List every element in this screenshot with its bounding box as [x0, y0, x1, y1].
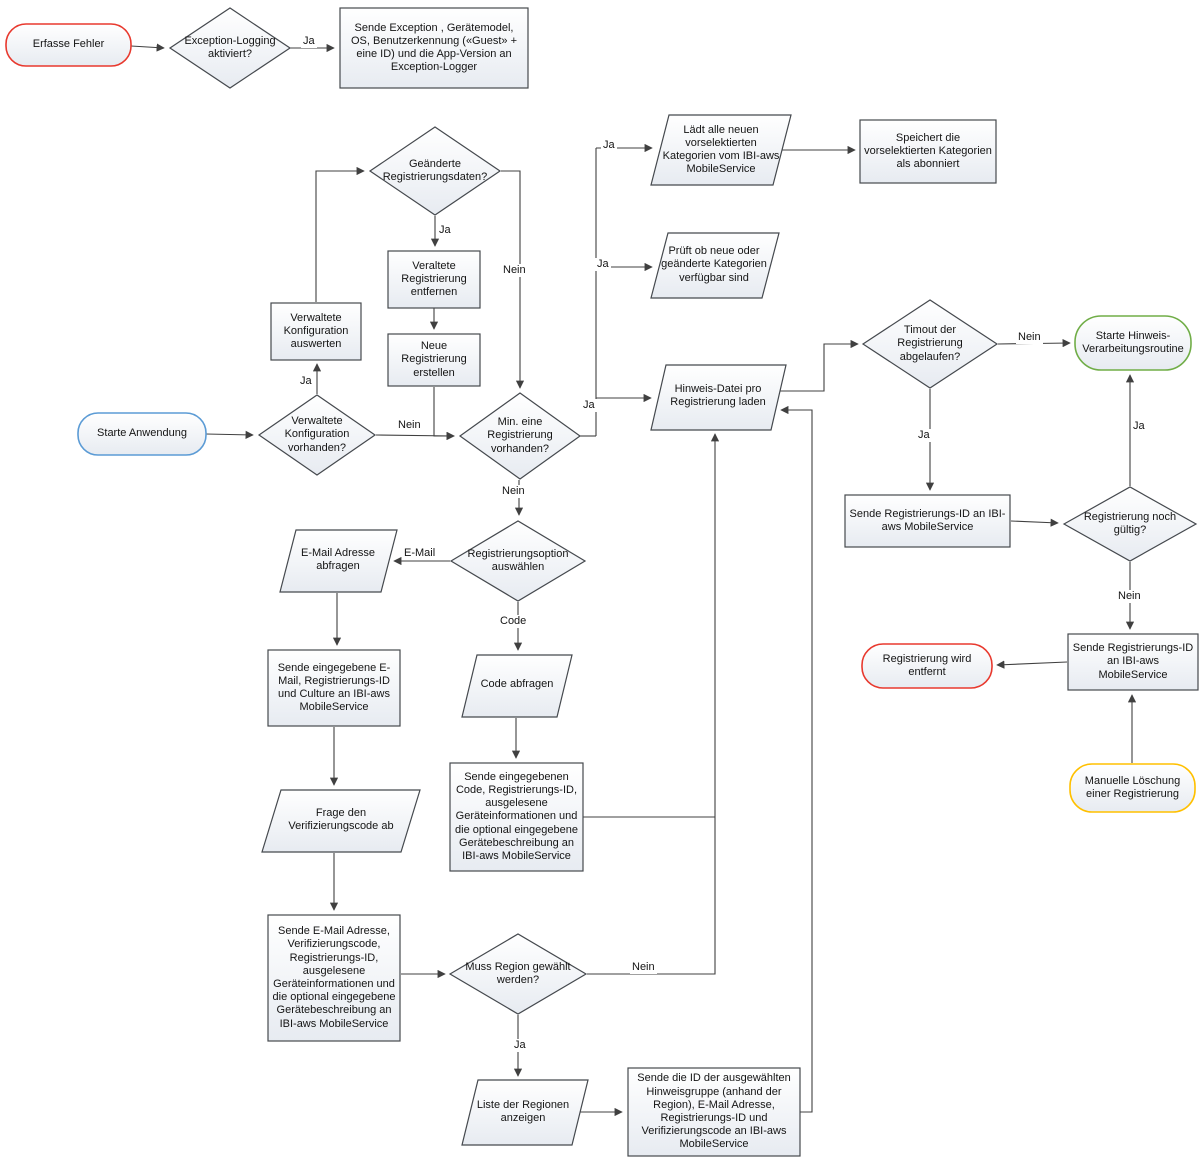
label-email-option: E-Mail [402, 547, 438, 560]
shapes [5, 7, 1199, 1157]
label-ja-geaenderte: Ja [437, 224, 453, 237]
registrierung-gueltig-decision [1062, 486, 1198, 562]
code-abfragen-data [461, 654, 573, 718]
edge-senderegid2-to-entfernt [996, 660, 1068, 669]
label-nein-geaenderte: Nein [501, 264, 528, 277]
label-nein-timout: Nein [1016, 331, 1043, 344]
sende-regid-2-process [1067, 633, 1199, 691]
edge-region-nein-to-hinweis [587, 433, 720, 975]
frage-verifizierungscode-data [261, 789, 421, 853]
registrierung-entfernt-node [861, 643, 993, 689]
label-ja-timout: Ja [916, 429, 932, 442]
label-nein-mineine: Nein [500, 485, 527, 498]
erfasse-fehler-node [5, 23, 132, 67]
laedt-kategorien-data [650, 114, 792, 186]
label-ja-verwaltete: Ja [298, 375, 314, 388]
edge-hinweis-to-timout [780, 339, 859, 392]
verwaltete-vorhanden-decision [257, 394, 377, 476]
label-nein-verwaltete: Nein [396, 419, 423, 432]
label-ja-gueltig: Ja [1131, 420, 1147, 433]
sende-hinweisgruppe-process [627, 1067, 801, 1157]
sende-regid-1-process [844, 494, 1011, 548]
label-code-option: Code [498, 615, 529, 628]
veraltete-registrierung-process [387, 250, 481, 309]
label-ja-region: Ja [512, 1039, 528, 1052]
starte-hinweisroutine-node [1074, 315, 1192, 371]
edge-auswerten-to-geaenderte [315, 166, 365, 302]
exception-logging-decision [168, 7, 292, 89]
label-ja-laedt: Ja [601, 139, 617, 152]
speichert-kategorien-process [859, 119, 997, 184]
edge-erfasse-to-exception [130, 43, 165, 52]
prueft-kategorien-data [650, 232, 780, 299]
liste-regionen-data [461, 1079, 589, 1146]
edge-sendegruppe-to-hinweis [780, 405, 813, 1113]
timout-decision [861, 299, 999, 389]
label-nein-region: Nein [630, 961, 657, 974]
starte-anwendung-node [77, 412, 207, 456]
geaenderte-registrierungsdaten-decision [368, 126, 502, 216]
label-ja-exception: Ja [301, 35, 317, 48]
neue-registrierung-process [387, 333, 481, 387]
label-nein-gueltig: Nein [1116, 590, 1143, 603]
label-ja-prueft: Ja [595, 258, 611, 271]
edge-verwaltete-nein-to-mineine [375, 431, 455, 441]
min-eine-registrierung-decision [458, 392, 582, 480]
registrierungsoption-decision [449, 520, 587, 602]
sende-email-process [267, 649, 401, 727]
manuelle-loeschung-node [1069, 763, 1196, 813]
edge-senderegid1-to-gueltig [1010, 518, 1059, 527]
muss-region-decision [448, 933, 588, 1015]
email-adresse-data [279, 529, 398, 593]
edge-starte-to-verwaltete [205, 430, 254, 439]
verwaltete-auswerten-process [270, 302, 362, 361]
sende-email-verifizierung-process [267, 914, 401, 1042]
sende-exception-process [339, 7, 529, 89]
edge-geaenderte-nein-to-mineine [501, 170, 525, 389]
edge-neue-to-mineine [433, 387, 455, 441]
hinweis-datei-data [650, 364, 787, 431]
sende-code-process [449, 762, 584, 872]
label-ja-mineine: Ja [581, 399, 597, 412]
